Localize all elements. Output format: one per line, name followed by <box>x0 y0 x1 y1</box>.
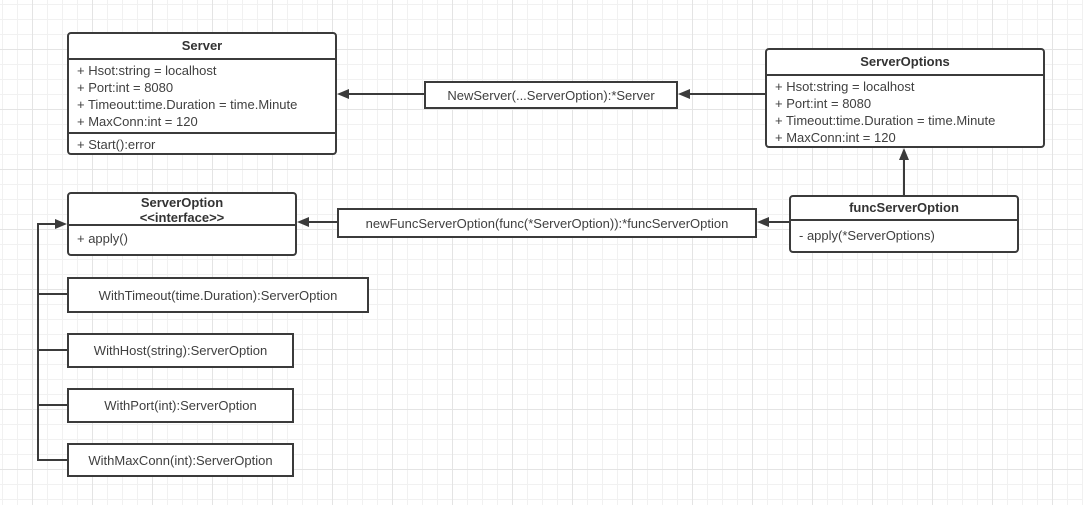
class-attributes-serveroptions: + Hsot:string = localhost + Port:int = 8… <box>767 76 1043 148</box>
attribute: + MaxConn:int = 120 <box>77 114 198 129</box>
class-title-funcserveroption: funcServerOption <box>791 197 1017 221</box>
edge-newserver-to-server-line[interactable] <box>348 93 424 95</box>
func-box-withtimeout[interactable]: WithTimeout(time.Duration):ServerOption <box>67 277 369 313</box>
class-title-serveroption: ServerOption <<interface>> <box>69 194 295 226</box>
stereotype-label: <<interface>> <box>139 210 225 225</box>
edge-withtimeout-stub-line[interactable] <box>37 293 67 295</box>
attribute: + Timeout:time.Duration = time.Minute <box>775 113 996 128</box>
attribute: + Port:int = 8080 <box>775 96 872 111</box>
edge-serveroptions-to-newserver-line[interactable] <box>689 93 765 95</box>
func-label: WithPort(int):ServerOption <box>104 398 257 413</box>
method: + Start():error <box>77 137 156 152</box>
edge-funcserveroption-to-newfuncserveroption-arrowhead <box>757 217 769 227</box>
edge-funcserveroption-to-newfuncserveroption-line[interactable] <box>768 221 789 223</box>
edge-newfuncserveroption-to-serveroption-line[interactable] <box>308 221 337 223</box>
class-box-serveroption-interface[interactable]: ServerOption <<interface>> + apply() <box>67 192 297 256</box>
class-name: ServerOption <box>140 195 224 210</box>
attribute: + MaxConn:int = 120 <box>775 130 896 145</box>
edge-withport-stub-line[interactable] <box>37 404 67 406</box>
edge-withfuncs-to-serveroption-arrowhead <box>55 219 67 229</box>
func-label: WithTimeout(time.Duration):ServerOption <box>98 287 338 303</box>
class-title-server: Server <box>69 34 335 60</box>
method: - apply(*ServerOptions) <box>799 228 935 243</box>
func-label: newFuncServerOption(func(*ServerOption))… <box>365 215 729 231</box>
attribute: + Hsot:string = localhost <box>775 79 915 94</box>
class-box-server[interactable]: Server + Hsot:string = localhost + Port:… <box>67 32 337 155</box>
func-box-withhost[interactable]: WithHost(string):ServerOption <box>67 333 294 368</box>
class-methods-server: + Start():error <box>69 134 335 155</box>
func-box-withport[interactable]: WithPort(int):ServerOption <box>67 388 294 423</box>
attribute: + Hsot:string = localhost <box>77 63 217 78</box>
class-attributes-server: + Hsot:string = localhost + Port:int = 8… <box>69 60 335 134</box>
method: + apply() <box>77 231 128 246</box>
edge-serveroptions-to-newserver-arrowhead <box>678 89 690 99</box>
edge-newserver-to-server-arrowhead <box>337 89 349 99</box>
func-box-newfuncserveroption[interactable]: newFuncServerOption(func(*ServerOption))… <box>337 208 757 238</box>
class-title-serveroptions: ServerOptions <box>767 50 1043 76</box>
class-methods-funcserveroption: - apply(*ServerOptions) <box>791 221 1017 251</box>
edge-funcserveroption-to-serveroptions-line[interactable] <box>903 159 905 195</box>
func-label: WithHost(string):ServerOption <box>93 343 268 358</box>
edge-withhost-stub-line[interactable] <box>37 349 67 351</box>
class-box-serveroptions[interactable]: ServerOptions + Hsot:string = localhost … <box>765 48 1045 148</box>
edge-withmaxconn-stub-line[interactable] <box>37 459 67 461</box>
edge-withfuncs-to-serveroption-line[interactable] <box>37 223 56 225</box>
edge-funcserveroption-to-serveroptions-arrowhead <box>899 148 909 160</box>
func-box-withmaxconn[interactable]: WithMaxConn(int):ServerOption <box>67 443 294 477</box>
edge-withfuncs-trunk-line[interactable] <box>37 223 39 461</box>
class-box-funcserveroption[interactable]: funcServerOption - apply(*ServerOptions) <box>789 195 1019 253</box>
class-methods-serveroption: + apply() <box>69 226 295 252</box>
edge-newfuncserveroption-to-serveroption-arrowhead <box>297 217 309 227</box>
func-label: NewServer(...ServerOption):*Server <box>447 87 655 103</box>
func-box-newserver[interactable]: NewServer(...ServerOption):*Server <box>424 81 678 109</box>
attribute: + Port:int = 8080 <box>77 80 174 95</box>
func-label: WithMaxConn(int):ServerOption <box>88 452 273 468</box>
attribute: + Timeout:time.Duration = time.Minute <box>77 97 298 112</box>
